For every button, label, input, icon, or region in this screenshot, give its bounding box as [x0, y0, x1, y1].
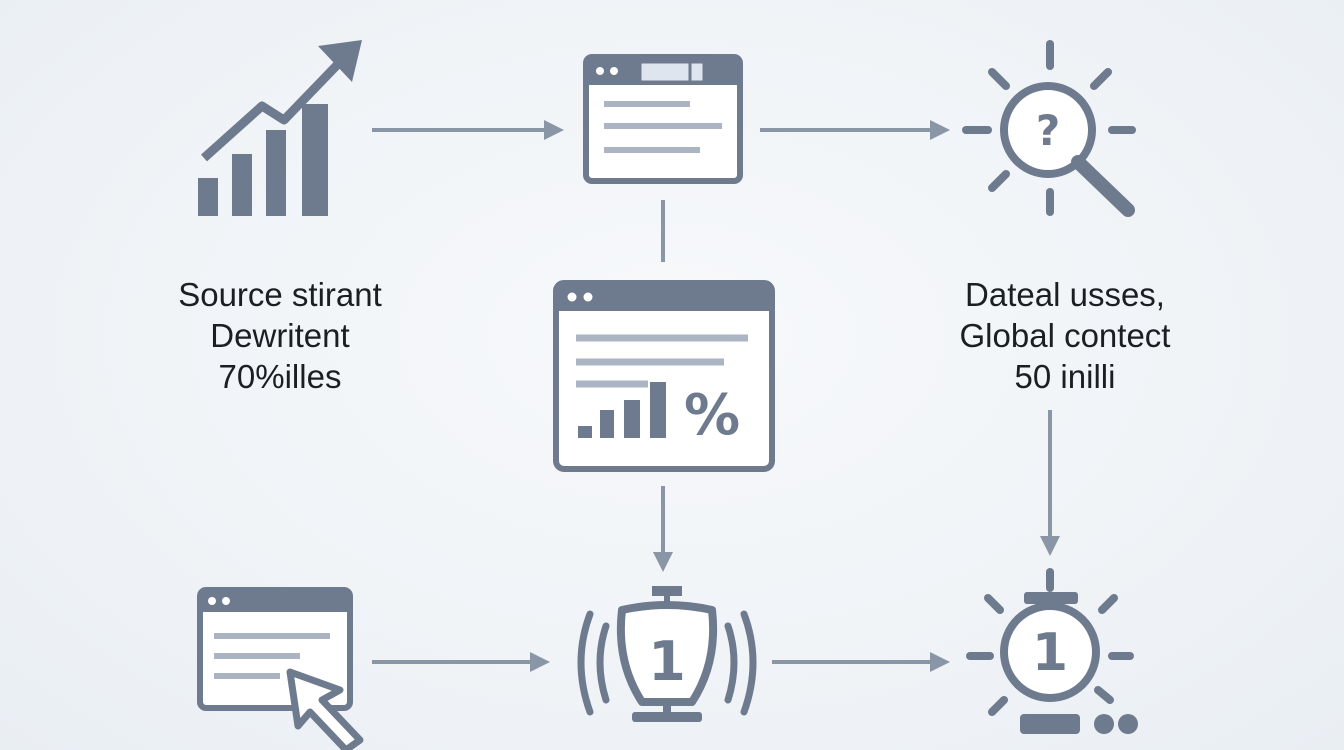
trending-bar-chart-icon [198, 40, 362, 216]
left-label: Source stirant Dewritent 70%illes [130, 274, 430, 397]
bulb-number: 1 [1032, 623, 1068, 683]
left-label-line-3: 70%illes [218, 358, 342, 395]
question-lightbulb-search-icon: ? [962, 40, 1136, 217]
right-label: Dateal usses, Global contect 50 inilli [915, 274, 1215, 397]
signal-timer-device-icon: 1 [577, 586, 757, 722]
device-number: 1 [648, 630, 686, 693]
right-label-line-1: Dateal usses, [965, 276, 1165, 313]
question-mark: ? [1036, 106, 1060, 155]
number-one-lightbulb-icon: 1 [966, 568, 1138, 734]
browser-cursor-icon [197, 587, 364, 750]
browser-percent-chart-icon: % [553, 280, 775, 472]
right-label-line-2: Global contect [959, 317, 1171, 354]
browser-window-icon [583, 54, 743, 184]
connectors [372, 120, 1060, 672]
right-label-line-3: 50 inilli [1014, 358, 1116, 395]
percent-sign: % [684, 383, 740, 448]
left-label-line-2: Dewritent [210, 317, 350, 354]
left-label-line-1: Source stirant [178, 276, 382, 313]
